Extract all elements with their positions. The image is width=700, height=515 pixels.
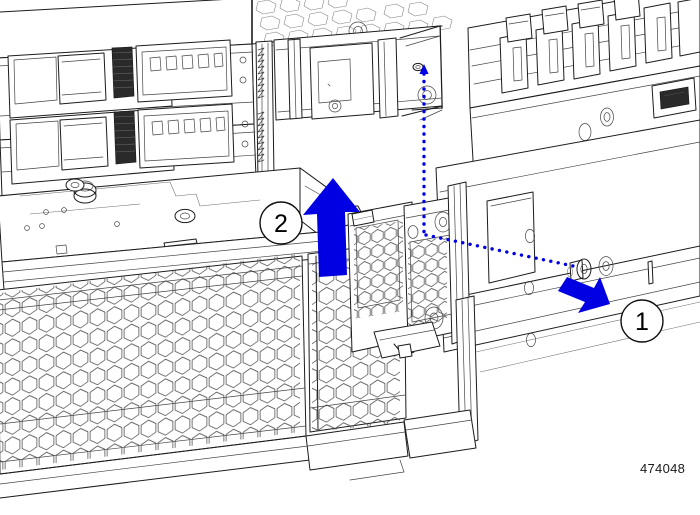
lower-chassis-front-edge	[0, 409, 477, 499]
bezel-serration	[257, 47, 265, 163]
drive-latch-grip-lower	[113, 110, 137, 165]
figure-id-label: 474048	[640, 461, 686, 476]
board-standoff	[65, 178, 97, 204]
board-standoff	[174, 208, 196, 224]
module-side-wall	[347, 201, 417, 353]
callout-1-number: 1	[635, 308, 649, 336]
thumbscrew-leader-line	[419, 64, 580, 269]
chassis-side-rail	[435, 119, 700, 353]
sfp-module	[535, 5, 569, 86]
mount-hole	[526, 333, 536, 347]
sfp-module	[643, 2, 673, 64]
mount-hole	[524, 281, 534, 295]
drive-latch-grip-upper	[111, 46, 135, 99]
drive-carrier-lower	[9, 103, 249, 185]
callout-2: 2	[259, 201, 305, 247]
server-module	[0, 167, 479, 475]
pull-arrow	[558, 277, 610, 313]
sfp-module	[607, 0, 641, 72]
callout-2-number: 2	[274, 210, 288, 238]
sfp-module	[571, 0, 605, 80]
drive-carrier-upper	[7, 39, 247, 119]
mount-hole	[525, 229, 535, 243]
mount-hole	[598, 256, 614, 276]
sfp-module	[499, 13, 533, 94]
lift-arrow	[303, 178, 360, 277]
callout-1: 1	[620, 299, 666, 345]
perforated-front-panel	[0, 253, 307, 475]
sfp-module	[677, 0, 700, 57]
